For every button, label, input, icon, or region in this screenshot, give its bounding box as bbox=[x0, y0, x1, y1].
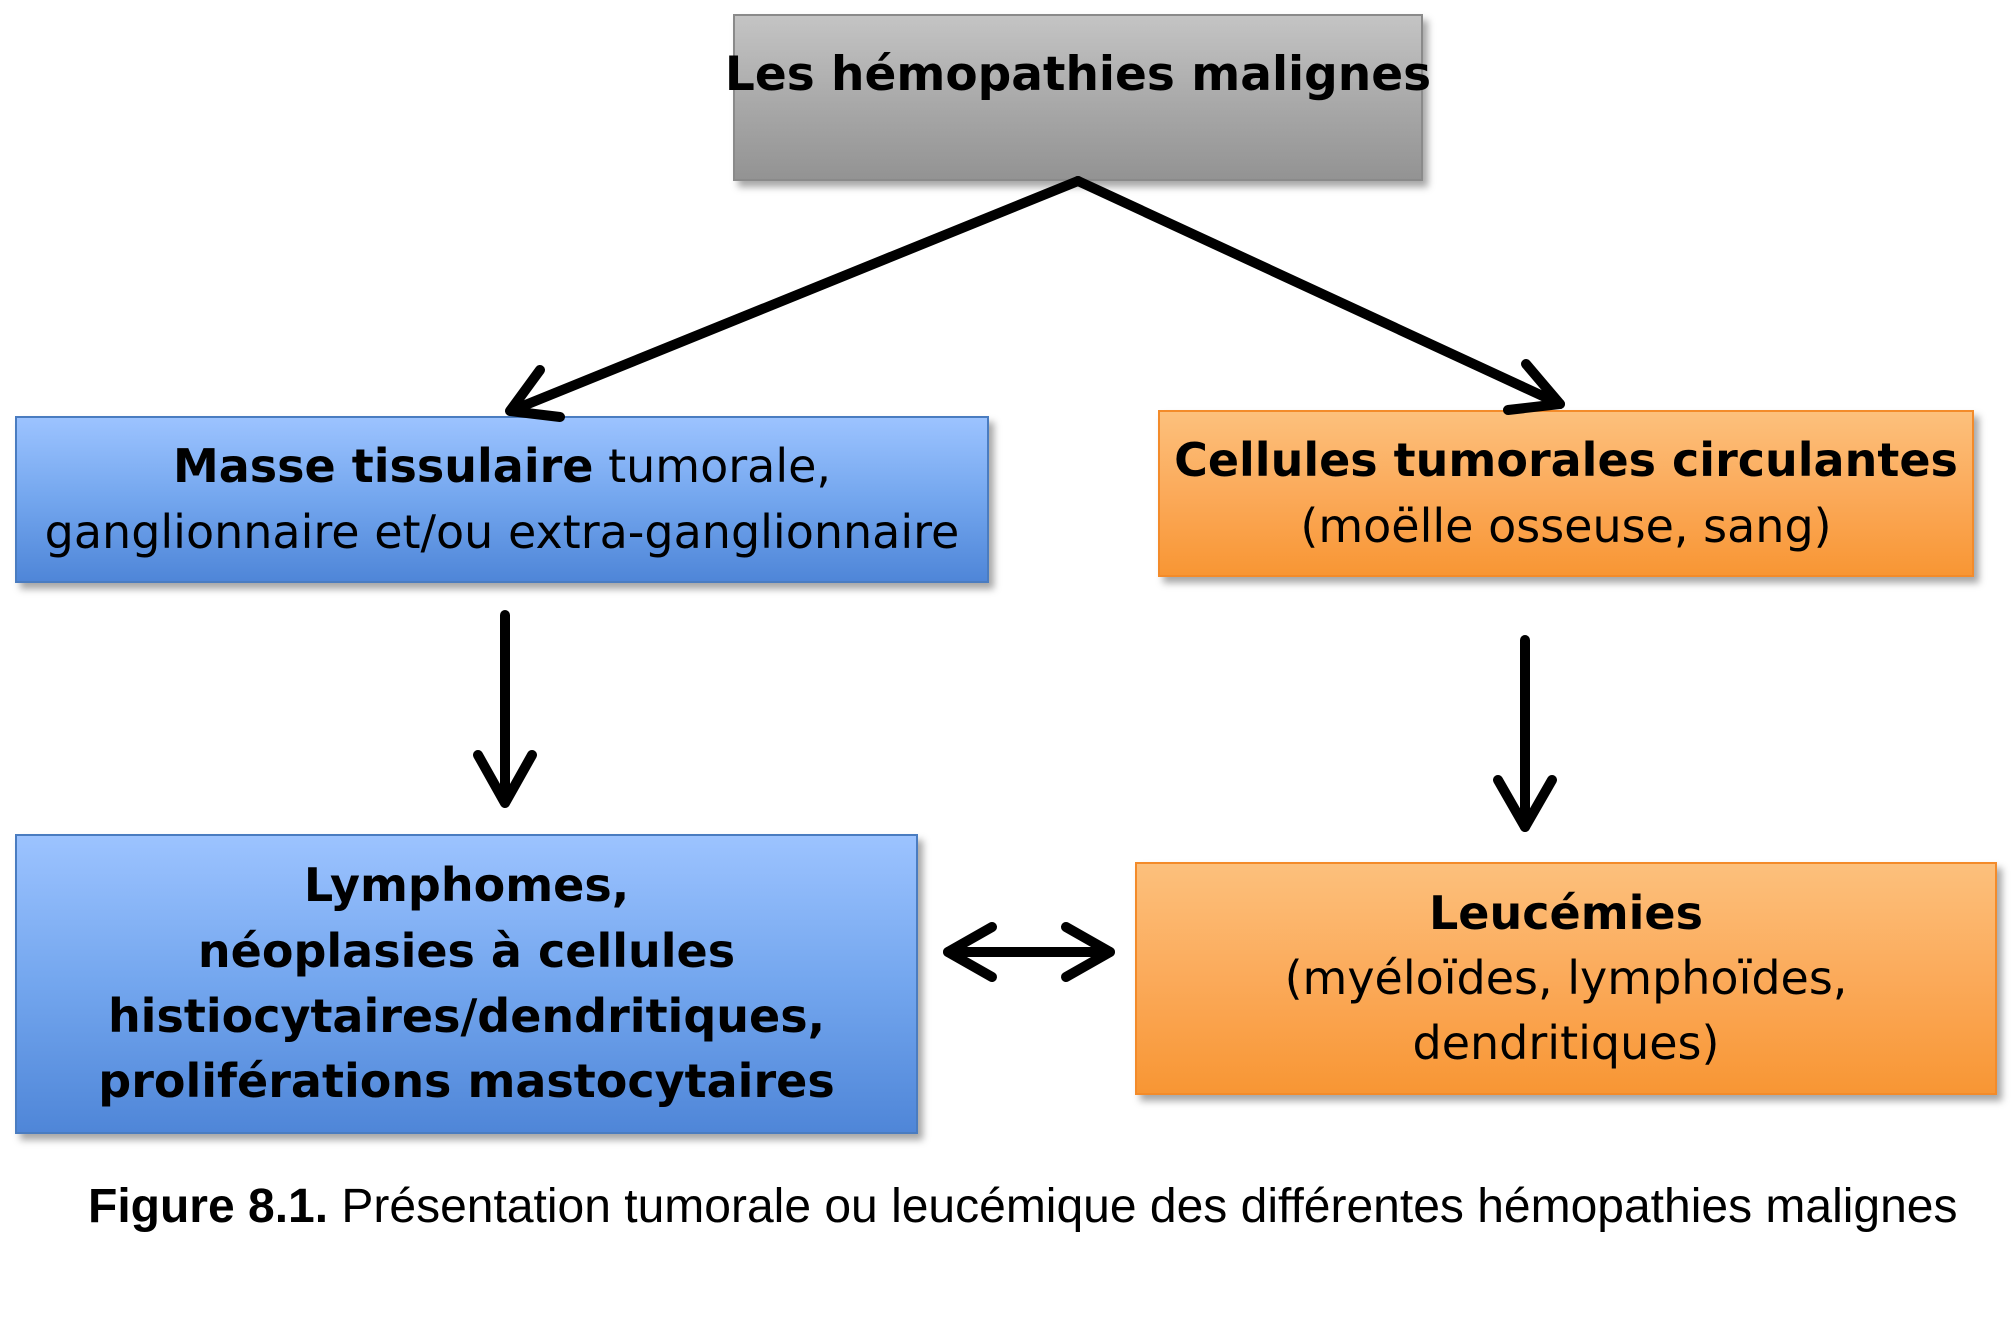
leukemias-line3: dendritiques) bbox=[1412, 1016, 1720, 1071]
root-node-title: Les hémopathies malignes bbox=[724, 47, 1432, 102]
double-arrow-left-head bbox=[943, 922, 997, 982]
leukemias-line2: (myéloïdes, lymphoïdes, bbox=[1284, 950, 1848, 1005]
lymphomas-box: Lymphomes, néoplasies à cellules histioc… bbox=[15, 834, 918, 1134]
double-arrow-right-head bbox=[1061, 922, 1115, 982]
arrow-head-tissue bbox=[505, 365, 565, 422]
lymphomas-line3: histiocytaires/dendritiques, bbox=[107, 989, 826, 1043]
lymphomas-line2: néoplasies à cellules bbox=[197, 923, 736, 978]
figure-caption: Figure 8.1. Présentation tumorale ou leu… bbox=[88, 1177, 1972, 1237]
figure-caption-text: Présentation tumorale ou leucémique des … bbox=[328, 1180, 1958, 1233]
leukemias-title: Leucémies bbox=[1428, 885, 1703, 940]
arrow-head-circulating bbox=[1503, 359, 1565, 415]
lymphomas-line4: proliférations mastocytaires bbox=[98, 1054, 835, 1109]
lymphomas-line1: Lymphomes, bbox=[303, 858, 630, 913]
tissue-mass-line1: Masse tissulaire tumorale, bbox=[173, 434, 831, 499]
arrow-root-to-circulating bbox=[1073, 176, 1565, 409]
figure-caption-label: Figure 8.1. bbox=[88, 1180, 329, 1233]
arrow-head-lymphomas bbox=[473, 750, 537, 808]
tissue-mass-bold: Masse tissulaire bbox=[172, 439, 594, 494]
arrow-root-to-tissue bbox=[513, 176, 1083, 413]
circulating-cells-line2: (moëlle osseuse, sang) bbox=[1300, 498, 1832, 553]
arrow-head-leukemias bbox=[1493, 775, 1557, 832]
leukemias-box: Leucémies (myéloïdes, lymphoïdes, dendri… bbox=[1135, 862, 1997, 1095]
root-node-box: Les hémopathies malignes bbox=[725, 14, 1431, 181]
tissue-mass-line2: ganglionnaire et/ou extra-ganglionnaire bbox=[44, 504, 960, 559]
circulating-cells-title: Cellules tumorales circulantes bbox=[1174, 433, 1958, 488]
tissue-mass-box: Masse tissulaire tumorale, ganglionnaire… bbox=[15, 416, 989, 583]
tissue-mass-rest: tumorale, bbox=[593, 439, 832, 494]
circulating-cells-box: Cellules tumorales circulantes (moëlle o… bbox=[1158, 410, 1974, 577]
